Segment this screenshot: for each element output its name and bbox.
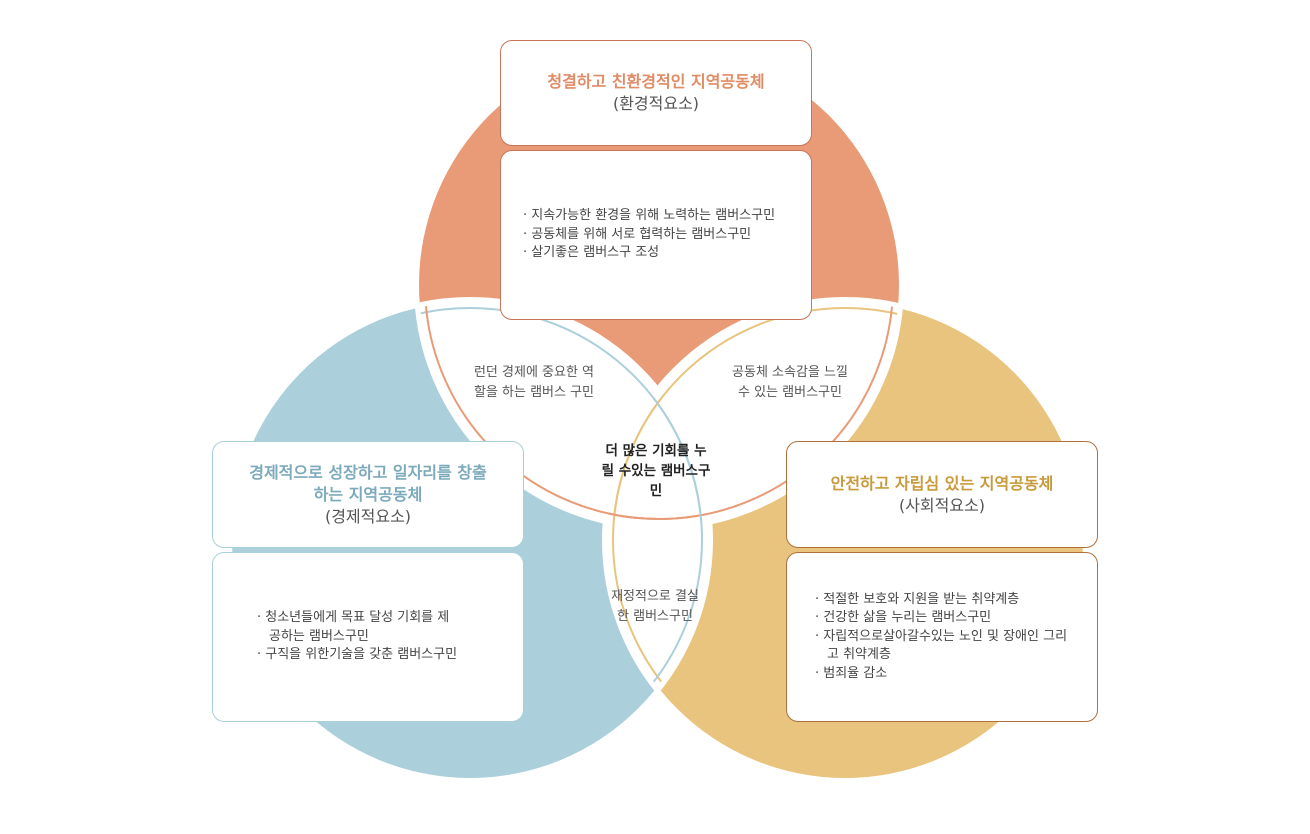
center-label: 더 많은 기회를 누릴 수있는 램버스구민 [601, 441, 711, 501]
society-subtitle: (사회적요소) [898, 495, 986, 515]
society-item: · 적절한 보호와 지원을 받는 취약계층 [815, 591, 1020, 607]
economy-title: 경제적으로 성장하고 일자리를 창출하는 지역공동체 [249, 462, 487, 504]
overlap-regions [419, 302, 899, 778]
economy-items-box: · 청소년들에게 목표 달성 기회를 제공하는 램버스구민 · 구직을 위한기술… [212, 552, 524, 722]
environment-title: 청결하고 친환경적인 지역공동체 [547, 72, 765, 91]
society-header-box: 안전하고 자립심 있는 지역공동체 (사회적요소) [786, 441, 1098, 548]
overlap-eco-soc-text: 재정적으로 결실한 램버스구민 [611, 589, 699, 624]
overlap-env-eco-text: 런던 경제에 중요한 역할을 하는 램버스 구민 [473, 365, 595, 400]
overlap-env-eco-label: 런던 경제에 중요한 역할을 하는 램버스 구민 [469, 363, 599, 403]
economy-item: · 구직을 위한기술을 갖춘 램버스구민 [257, 647, 458, 663]
society-items-box: · 적절한 보호와 지원을 받는 취약계층 · 건강한 삶을 누리는 램버스구민… [786, 552, 1098, 722]
economy-subtitle: (경제적요소) [324, 506, 412, 526]
economy-header-box: 경제적으로 성장하고 일자리를 창출하는 지역공동체 (경제적요소) [212, 441, 524, 548]
society-title: 안전하고 자립심 있는 지역공동체 [830, 473, 1054, 493]
environment-item: · 지속가능한 환경을 위해 노력하는 램버스구민 [523, 208, 776, 224]
overlap-eco-soc-label: 재정적으로 결실한 램버스구민 [610, 587, 700, 627]
center-text: 더 많은 기회를 누릴 수있는 램버스구민 [601, 443, 711, 499]
society-item: · 범죄율 감소 [815, 665, 888, 681]
society-item: · 건강한 삶을 누리는 램버스구민 [815, 610, 992, 626]
environment-header-box: 청결하고 친환경적인 지역공동체 (환경적요소) [500, 40, 812, 146]
overlap-env-soc-label: 공동체 소속감을 느낄 수 있는 램버스구민 [730, 363, 850, 403]
environment-item: · 살기좋은 램버스구 조성 [523, 245, 660, 261]
economy-item: · 청소년들에게 목표 달성 기회를 제공하는 램버스구민 [257, 610, 450, 644]
environment-item: · 공동체를 위해 서로 협력하는 램버스구민 [523, 226, 752, 242]
circle-separators [414, 297, 904, 778]
environment-subtitle: (환경적요소) [612, 94, 700, 113]
overlap-env-soc-text: 공동체 소속감을 느낄 수 있는 램버스구민 [732, 365, 848, 400]
lens-outlines [419, 302, 899, 773]
society-item: · 자립적으로살아갈수있는 노인 및 장애인 그리고 취약계층 [815, 628, 1068, 663]
environment-items-box: · 지속가능한 환경을 위해 노력하는 램버스구민 · 공동체를 위해 서로 협… [500, 150, 812, 320]
